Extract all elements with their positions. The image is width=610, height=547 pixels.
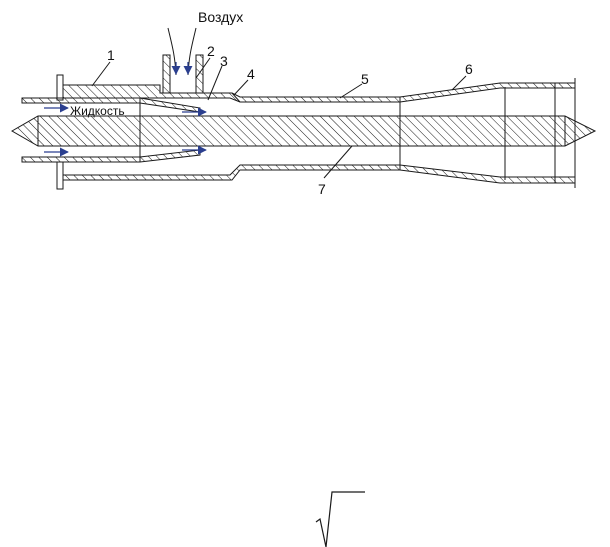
- callout-7: 7: [318, 181, 326, 197]
- callout-3: 3: [220, 53, 228, 69]
- leader-2: [195, 57, 211, 79]
- leader-6: [451, 75, 467, 91]
- mixing-chamber-top: [210, 92, 241, 103]
- callout-2: 2: [207, 43, 215, 59]
- leader-7: [323, 145, 353, 179]
- air-label: Воздух: [198, 9, 243, 25]
- liquid-label: Жидкость: [70, 104, 125, 118]
- central-rod: [10, 115, 597, 147]
- air-inlet-right-wall: [195, 54, 204, 94]
- leader-4: [233, 79, 249, 96]
- flange-bottom: [56, 161, 64, 190]
- radical-sign-icon: [315, 491, 365, 547]
- callout-5: 5: [361, 71, 369, 87]
- callout-1: 1: [107, 47, 115, 63]
- leader-3: [207, 65, 223, 101]
- flange-top: [56, 74, 64, 101]
- callout-6: 6: [465, 61, 473, 77]
- callout-4: 4: [247, 66, 255, 82]
- leader-1: [91, 61, 111, 87]
- air-inlet-left-wall: [162, 54, 171, 94]
- air-flow-curve-right: [187, 27, 197, 76]
- leader-5: [339, 83, 363, 99]
